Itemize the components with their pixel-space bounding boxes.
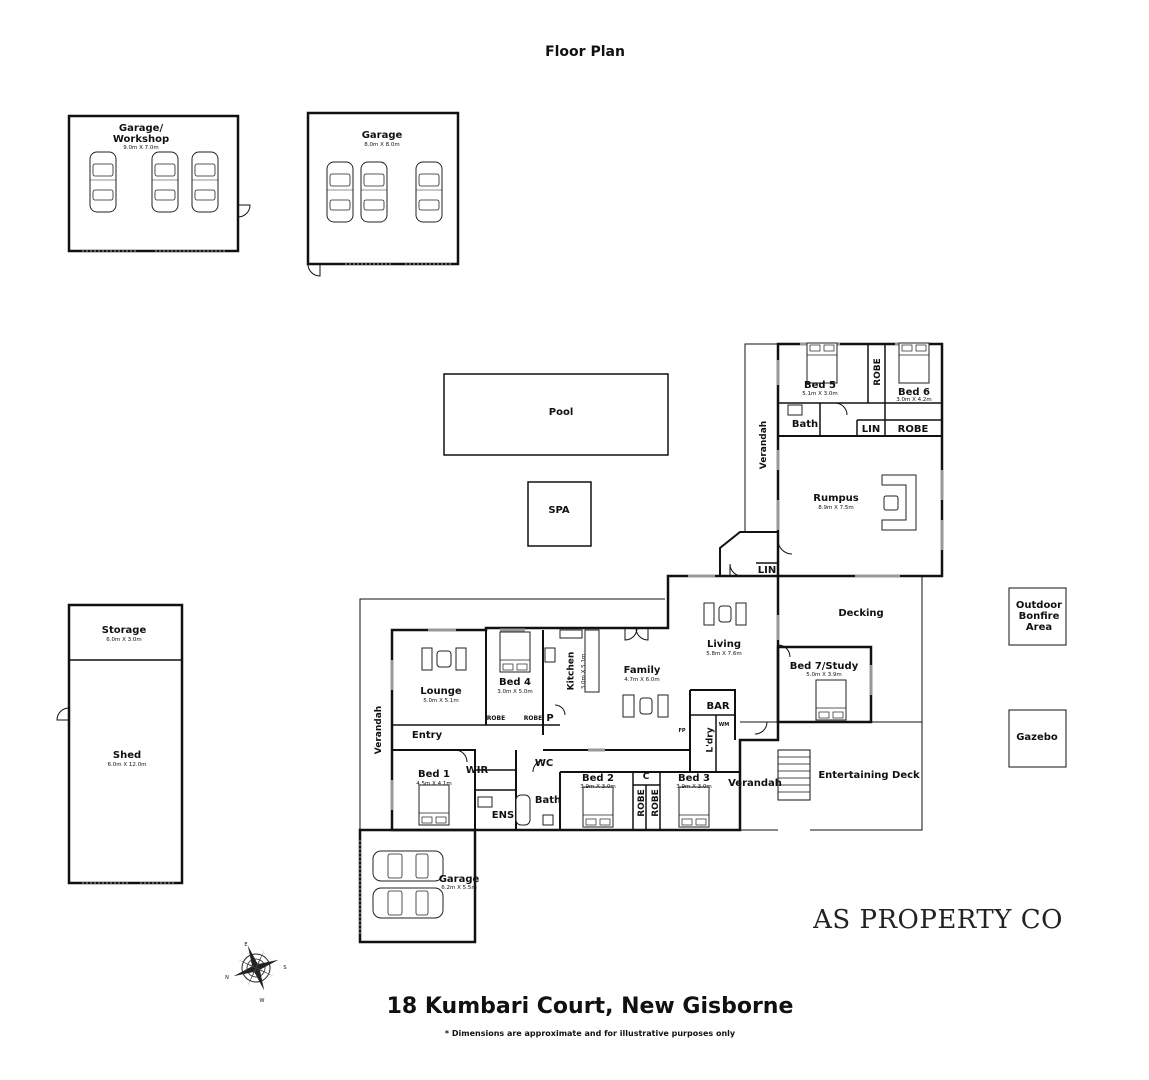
compass-icon [233,945,279,991]
wc-label: WC [534,758,554,769]
compass-e: S [283,965,287,971]
pool-label: Pool [548,407,574,418]
bed2-label: Bed 2 [581,773,615,784]
storage-label: Storage [101,625,147,636]
property-address: 18 Kumbari Court, New Gisborne [386,994,794,1019]
bed6-dim: 3.0m X 4.2m [896,397,932,403]
bed3-label: Bed 3 [677,773,711,784]
wm-label: WM [718,722,730,728]
entertaining-deck-label: Entertaining Deck [818,770,920,781]
garage-workshop-label: Garage/ Workshop [112,123,170,145]
spa-outline [527,481,592,547]
rumpus-dim: 8.9m X 7.5m [818,505,854,511]
robe-bed6-label: ROBE [897,424,929,435]
kitchen-label: Kitchen [566,651,577,691]
robe-bed2-label: ROBE [636,789,647,817]
storage-dim: 6.0m X 3.0m [106,637,142,643]
living-label: Living [706,639,742,650]
bed1-dim: 4.5m X 4.1m [416,781,452,787]
disclaimer-note: * Dimensions are approximate and for ill… [444,1029,736,1038]
garage-workshop-dim: 9.0m X 7.0m [123,145,159,151]
spa-label: SPA [548,505,570,516]
gazebo-outline [1008,709,1067,768]
shed-label: Shed [112,750,142,761]
entry-label: Entry [411,730,443,741]
kitchen-dim: 3.0m X 5.1m [581,653,588,690]
garage-top-dim: 8.0m X 8.0m [364,142,400,148]
bed7-dim: 5.0m X 3.9m [806,672,842,678]
living-dim: 5.8m X 7.6m [706,651,742,657]
family-label: Family [623,665,661,676]
lounge-dim: 5.0m X 5.1m [423,698,459,704]
bed4-label: Bed 4 [498,677,532,688]
page-title: Floor Plan [545,44,625,60]
garage-bottom-label: Garage [438,874,480,885]
laundry-label: L'dry [705,727,716,753]
family-dim: 4.7m X 6.0m [624,677,660,683]
robe-bed4b-label: ROBE [523,715,543,722]
wir-label: WIR [465,765,489,776]
outdoor-bonfire-outline [1008,587,1067,646]
bed5-dim: 5.1m X 3.0m [802,391,838,397]
lounge-label: Lounge [420,686,462,697]
verandah-left-label: Verandah [374,705,385,755]
garage-workshop-outline [67,114,240,253]
brand-logo-text: AS PROPERTY CO [813,905,1063,935]
pool-outline [443,373,669,456]
pantry-label: P [546,713,554,724]
fp-label: FP [678,728,686,734]
bath-label: Bath [534,795,562,806]
compass-s: W [259,998,265,1004]
garage-bottom-dim: 6.2m X 5.5m [441,885,477,891]
shed-dim: 6.0m X 12.0m [107,762,147,768]
compass-n: E [244,942,248,948]
shed-outline [67,603,184,885]
garage-top-label: Garage [361,130,403,141]
gazebo-label: Gazebo [1016,732,1058,743]
bed4-dim: 3.0m X 5.0m [497,689,533,695]
lin-top-label: LIN [861,424,881,435]
bed3-dim: 3.9m X 3.0m [676,784,712,790]
robe-bed5-label: ROBE [872,358,883,386]
bed6-label: Bed 6 [897,387,931,398]
bed1-label: Bed 1 [417,769,451,780]
verandah-right-label: Verandah [759,420,770,470]
robe-bed4a-label: ROBE [486,715,506,722]
lin-mid-label: LIN [757,565,777,576]
c-label: C [642,772,650,782]
bar-label: BAR [706,701,730,712]
compass-w: N [225,975,229,981]
bath-top-label: Bath [791,419,819,430]
decking-label: Decking [838,608,884,619]
rumpus-label: Rumpus [813,493,859,504]
robe-bed3-label: ROBE [650,789,661,817]
ens-label: ENS [491,810,515,821]
outdoor-bonfire-label: Outdoor Bonfire Area [1015,600,1063,633]
bed2-dim: 3.9m X 3.0m [580,784,616,790]
verandah-bottom-label: Verandah [728,778,782,789]
bed7-label: Bed 7/Study [789,661,859,672]
bed5-label: Bed 5 [803,380,837,391]
